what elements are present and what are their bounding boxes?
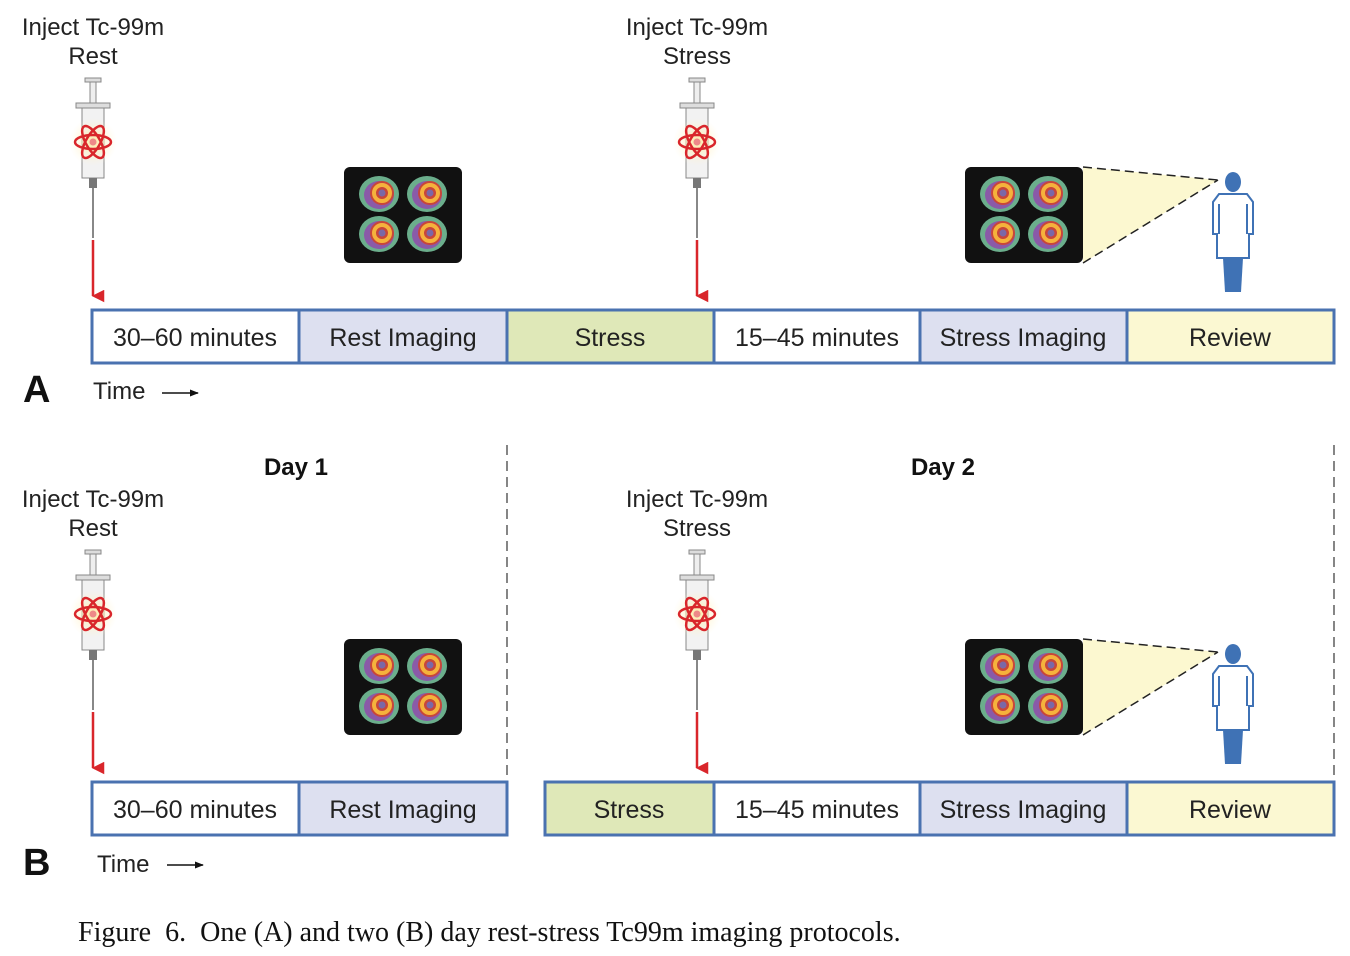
- timeline-cell-rest-imaging: Rest Imaging: [329, 796, 476, 824]
- timeline-cell-rest-imaging: Rest Imaging: [329, 324, 476, 352]
- inject-rest-label: Inject Tc-99m: [22, 486, 164, 513]
- timeline-cell-wait: 30–60 minutes: [113, 324, 277, 352]
- time-label: Time: [97, 851, 149, 878]
- inject-stress-label: Inject Tc-99m: [626, 486, 768, 513]
- timeline-cell-wait-2: 15–45 minutes: [735, 324, 899, 352]
- timeline-cell-wait-2: 15–45 minutes: [735, 796, 899, 824]
- panel-letter-b: B: [23, 842, 50, 884]
- syringe-icon: [671, 548, 723, 712]
- stress-scan-image: [965, 639, 1083, 735]
- timeline-cell-review: Review: [1189, 324, 1272, 352]
- timeline-a: 30–60 minutes Rest Imaging Stress 15–45 …: [90, 308, 1336, 365]
- inject-stress-sublabel: Stress: [663, 515, 731, 542]
- inject-stress-sublabel: Stress: [663, 43, 731, 70]
- timeline-b-day1: 30–60 minutes Rest Imaging: [90, 780, 509, 837]
- time-label: Time: [93, 378, 145, 405]
- inject-rest-sublabel: Rest: [68, 515, 118, 542]
- inject-rest-sublabel: Rest: [68, 43, 118, 70]
- panel-a: Inject Tc-99m Rest Inject Tc-99m Stress …: [22, 14, 1336, 411]
- rest-scan-image: [344, 167, 462, 263]
- physician-icon: [1213, 644, 1253, 764]
- physician-icon: [1213, 172, 1253, 292]
- syringe-icon: [67, 548, 119, 712]
- day-1-label: Day 1: [264, 454, 328, 481]
- syringe-icon: [671, 76, 723, 240]
- day-2-label: Day 2: [911, 454, 975, 481]
- view-cone: [1083, 639, 1218, 735]
- timeline-b-day2: Stress 15–45 minutes Stress Imaging Revi…: [543, 780, 1336, 837]
- timeline-cell-stress: Stress: [575, 324, 646, 352]
- inject-stress-label: Inject Tc-99m: [626, 14, 768, 41]
- figure-caption: Figure 6. One (A) and two (B) day rest-s…: [78, 917, 901, 948]
- timeline-cell-wait: 30–60 minutes: [113, 796, 277, 824]
- rest-scan-image: [344, 639, 462, 735]
- syringe-icon: [67, 76, 119, 240]
- panel-b: Day 1 Day 2 Inject Tc-99m Rest Inject Tc…: [22, 445, 1336, 884]
- inject-rest-label: Inject Tc-99m: [22, 14, 164, 41]
- timeline-cell-review: Review: [1189, 796, 1272, 824]
- timeline-cell-stress-imaging: Stress Imaging: [940, 324, 1107, 352]
- timeline-cell-stress-imaging: Stress Imaging: [940, 796, 1107, 824]
- view-cone: [1083, 167, 1218, 263]
- timeline-cell-stress: Stress: [594, 796, 665, 824]
- stress-scan-image: [965, 167, 1083, 263]
- panel-letter-a: A: [23, 369, 50, 411]
